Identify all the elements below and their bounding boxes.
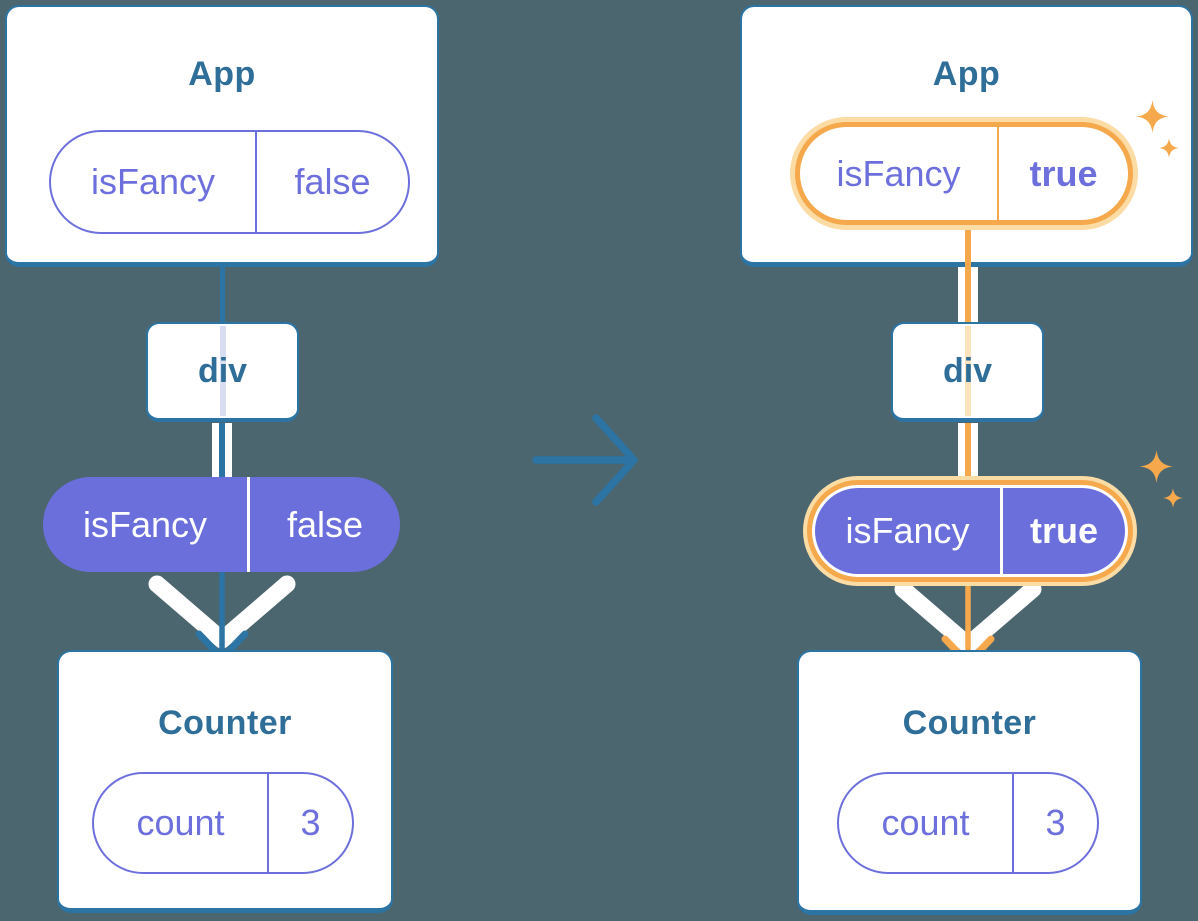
prop-pipe-app-div (958, 266, 978, 324)
sparkle-icon (1140, 450, 1173, 483)
prop-value: true (1029, 152, 1098, 194)
div-label: div (197, 351, 248, 390)
prop-flow-line-orange (965, 266, 971, 324)
state-value: 3 (1045, 802, 1066, 843)
prop-pill-app-before: isFancy false (49, 130, 410, 234)
prop-pipe-div-state (212, 423, 232, 479)
pipe-wall (225, 423, 232, 479)
state-key: count (881, 802, 970, 843)
prop-passthrough-line (219, 326, 226, 416)
app-card-before: App isFancy false (5, 5, 439, 267)
sparkle-icon (1163, 488, 1183, 508)
sparkle-icon (1159, 138, 1179, 158)
counter-card-after: Counter count 3 (797, 650, 1142, 915)
arrow-right-icon (532, 414, 638, 506)
pill-divider (255, 132, 257, 232)
prop-pipe-div-state (958, 423, 978, 487)
sparkle-icon (1136, 100, 1169, 133)
chevron-down-arrow-icon (148, 570, 296, 662)
component-title: App (932, 55, 1001, 93)
component-title: App (188, 55, 256, 93)
pill-divider (1012, 774, 1014, 872)
pill-divider (1000, 488, 1003, 574)
prop-key: isFancy (90, 161, 216, 202)
prop-value: false (294, 161, 371, 202)
state-pill-counter-before: count 3 (92, 772, 354, 874)
component-title: Counter (158, 704, 292, 742)
div-box-before: div (146, 322, 299, 422)
passed-prop-pill-after: isFancy true (812, 485, 1128, 577)
prop-key: isFancy (82, 503, 208, 545)
prop-flow-line-orange (965, 222, 971, 268)
state-value: 3 (300, 802, 321, 843)
pill-divider (247, 477, 250, 572)
div-label: div (942, 351, 993, 390)
pipe-wall (971, 266, 978, 324)
counter-card-before: Counter count 3 (57, 650, 393, 913)
state-pill-counter-after: count 3 (837, 772, 1099, 874)
tree-edge-app-div (220, 266, 225, 324)
prop-key: isFancy (845, 510, 970, 551)
pipe-wall (958, 423, 965, 487)
pill-divider (997, 127, 999, 220)
prop-value: false (286, 503, 364, 545)
prop-flow-line-orange (965, 423, 971, 487)
prop-value: true (1029, 510, 1098, 551)
prop-passthrough-line (964, 326, 971, 416)
prop-pill-app-after: isFancy true (795, 122, 1133, 225)
tree-edge-line (219, 423, 225, 479)
pipe-wall (212, 423, 219, 479)
pipe-wall (971, 423, 978, 487)
component-title: Counter (902, 704, 1037, 742)
prop-key: isFancy (836, 152, 961, 194)
div-box-after: div (891, 322, 1044, 422)
passed-prop-pill-before: isFancy false (43, 477, 400, 572)
state-key: count (136, 802, 225, 843)
pipe-wall (958, 266, 965, 324)
pill-divider (267, 774, 269, 872)
